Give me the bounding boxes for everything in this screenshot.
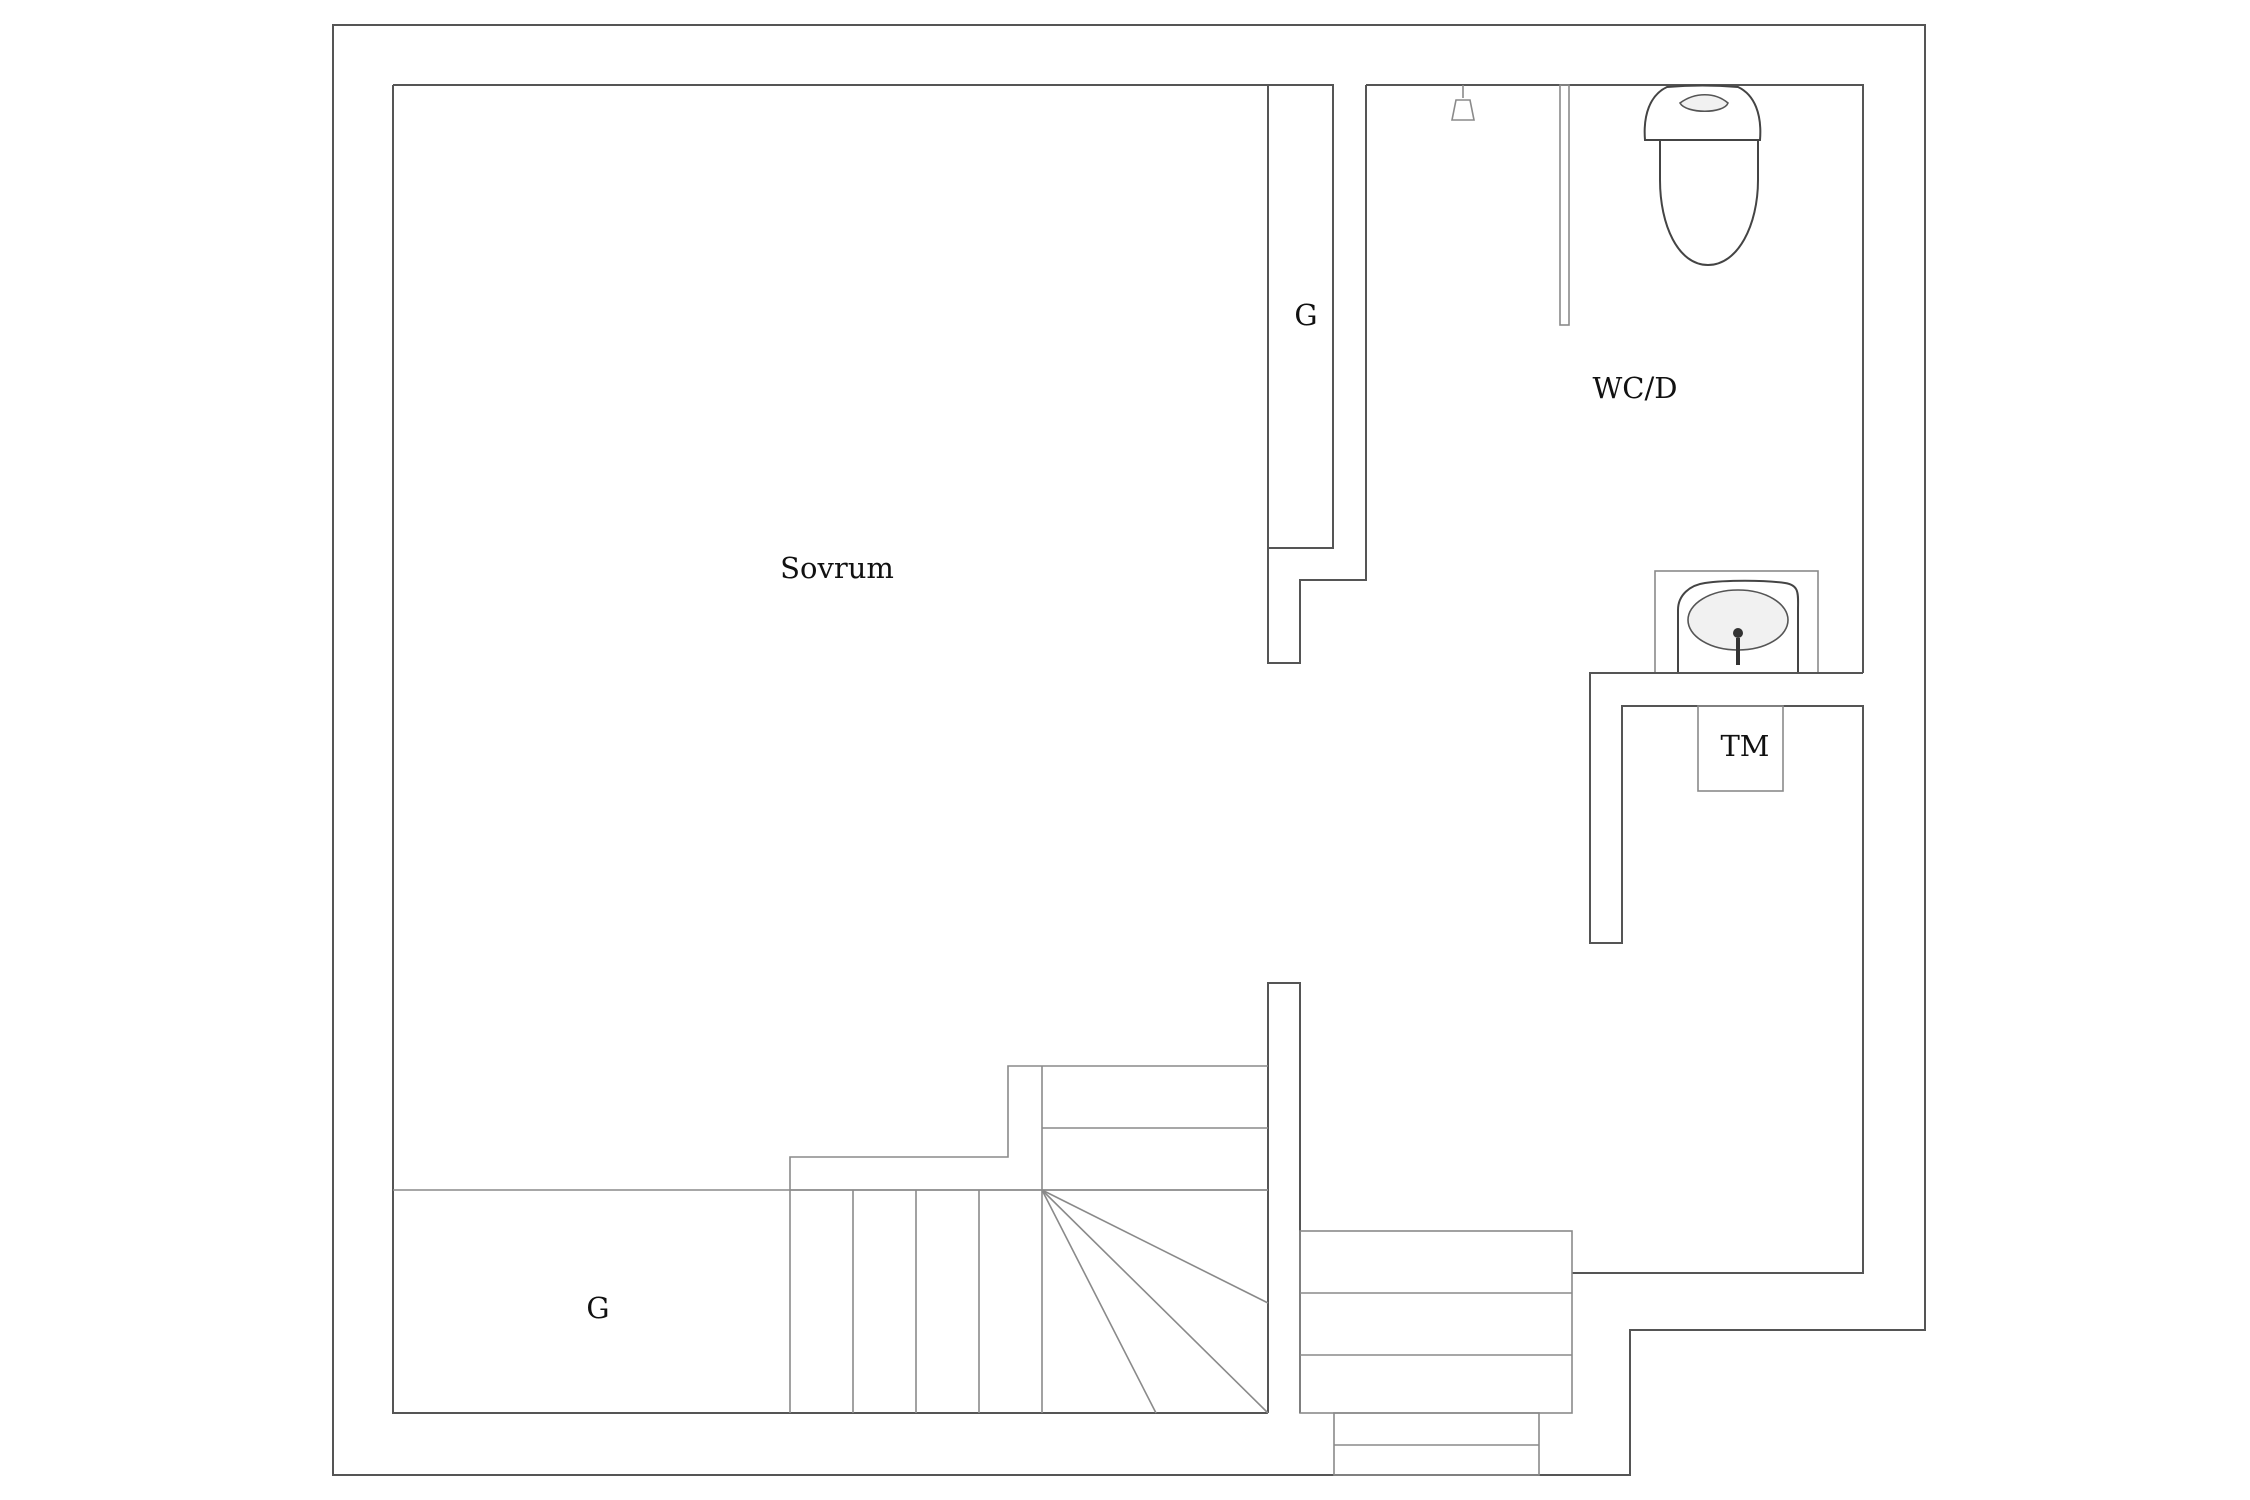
stair-side-wall (1267, 982, 1301, 1413)
tm-box (1697, 705, 1784, 792)
corridor-wall (1572, 672, 1864, 1274)
label-wc-d: WC/D (1592, 371, 1677, 405)
sink-icon (1677, 579, 1800, 674)
partition-wall (1267, 85, 1367, 664)
label-closet-upper: G (1294, 298, 1317, 332)
shower-screen (1559, 84, 1570, 326)
shower-head-icon (1451, 85, 1475, 121)
label-tm: TM (1720, 729, 1769, 763)
closet-upper-wall (1268, 84, 1334, 549)
bedroom-wall (392, 84, 1268, 1414)
outer-wall (332, 24, 1926, 1476)
toilet-icon (1643, 84, 1762, 267)
label-closet-lower: G (586, 1291, 609, 1325)
staircase-right (1299, 1230, 1573, 1476)
wc-wall (1366, 84, 1864, 673)
staircase-left (789, 1065, 1269, 1414)
label-sovrum: Sovrum (780, 551, 894, 585)
